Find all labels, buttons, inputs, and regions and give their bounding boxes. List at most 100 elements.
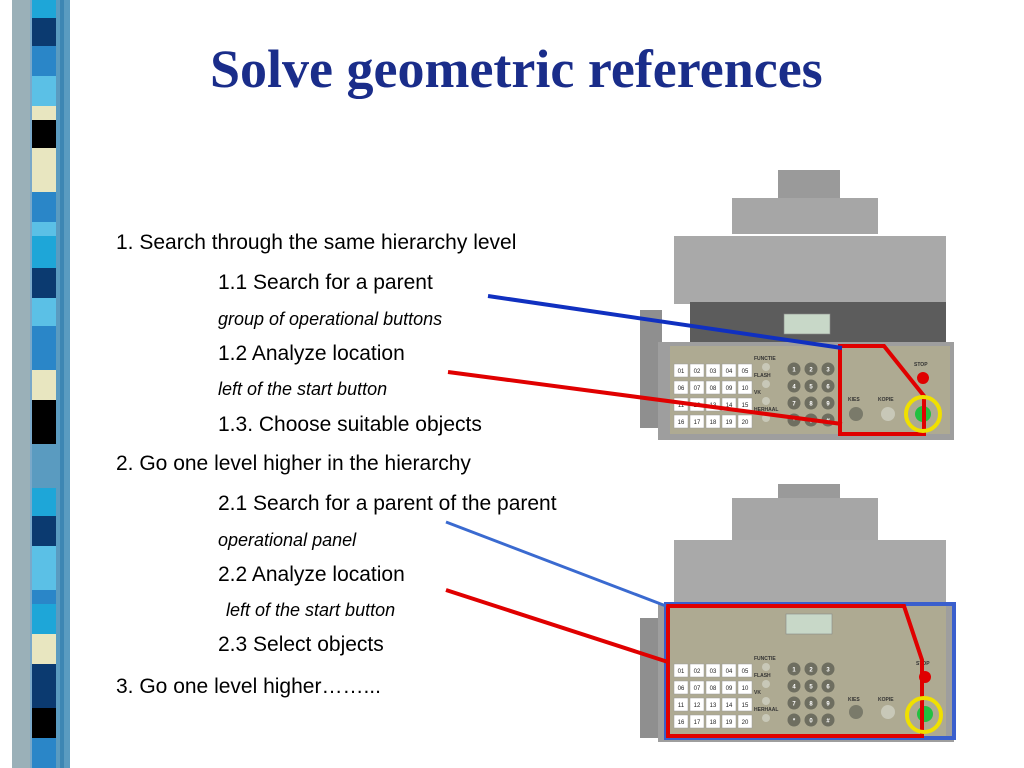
speed-dial-key [721,697,737,712]
speed-dial-key-label: 19 [726,420,733,426]
function-key-label: FUNCTIE [754,356,776,362]
dial-key [804,696,818,710]
speed-dial-key [721,380,737,395]
dial-key [821,396,835,410]
speed-dial-key-label: 06 [678,386,685,392]
dial-key [821,679,835,693]
function-key-label: FLASH [754,673,771,679]
speed-dial-key [721,680,737,695]
speed-dial-key-label: 19 [726,720,733,726]
speed-dial-key [673,663,689,678]
function-key [762,663,770,671]
speed-dial-key-label: 20 [742,720,749,726]
function-key-label: HERHAAL [754,407,778,413]
speed-dial-key-label: 10 [742,686,749,692]
dial-key-label: # [826,719,830,725]
speed-dial-key [737,714,753,729]
dial-key [804,662,818,676]
dial-key [821,379,835,393]
speed-dial-key-label: 07 [694,686,701,692]
speed-dial-key-label: 14 [726,403,733,409]
speed-dial-key-label: 17 [694,720,701,726]
dial-key-label: 0 [809,719,813,725]
speed-dial-key-label: 09 [726,686,733,692]
dial-key [787,662,801,676]
function-key-label: VK [754,690,761,696]
start-button-2 [917,706,933,722]
connector-location-2 [445,588,669,664]
speed-dial-key-label: 15 [742,703,749,709]
stop-button-1 [917,372,929,384]
dial-key [821,662,835,676]
speed-dial-key-label: 06 [678,686,685,692]
dial-key [787,696,801,710]
step-2-3: 2.3 Select objects [218,633,384,656]
speed-dial-key-label: 01 [678,669,685,675]
button-group-highlight [838,344,926,436]
slide-title: Solve geometric references [210,39,823,99]
speed-dial-key [737,380,753,395]
speed-dial-key [705,414,721,429]
speed-dial-key [673,363,689,378]
start-button-marker-1 [904,395,942,433]
dial-key [821,696,835,710]
dial-key-label: 5 [809,385,813,391]
speed-dial-key [705,697,721,712]
speed-dial-key-label: 18 [710,420,717,426]
speed-dial-key [673,714,689,729]
step-1-1-note: group of operational buttons [218,309,443,329]
speed-dial-key [673,380,689,395]
speed-dial-key-label: 12 [694,703,701,709]
step-2-1: 2.1 Search for a parent of the parent [218,492,557,515]
dial-key-label: 7 [792,402,796,408]
dial-key [821,362,835,376]
speed-dial-key-label: 05 [742,669,749,675]
step-1-2: 1.2 Analyze location [218,342,405,365]
speed-dial-key-label: 14 [726,703,733,709]
function-key-label: FUNCTIE [754,656,776,662]
speed-dial-key-label: 05 [742,369,749,375]
function-key-label: VK [754,390,761,396]
dial-key-label: 3 [826,668,830,674]
dial-key [804,713,818,727]
speed-dial-key-label: 02 [694,369,701,375]
kopie-button-1 [881,407,895,421]
speed-dial-key-label: 08 [710,686,717,692]
speed-dial-key-label: 04 [726,369,733,375]
dial-key [787,713,801,727]
svg-text:KOPIE: KOPIE [878,697,894,703]
speed-dial-key [705,680,721,695]
speed-dial-key [705,663,721,678]
step-1-1: 1.1 Search for a parent [218,271,433,294]
fax-machine-1: 0102030405060708091011121314151617181920… [640,170,954,440]
function-key [762,380,770,388]
speed-dial-key [689,663,705,678]
speed-dial-key-label: 07 [694,386,701,392]
dial-key [804,679,818,693]
dial-key [787,362,801,376]
step-1-3: 1.3. Choose suitable objects [218,413,482,436]
step-3: 3. Go one level higher……... [116,675,381,698]
dial-key-label: 5 [809,685,813,691]
dial-key-label: * [793,419,796,425]
dial-key [787,679,801,693]
speed-dial-key-label: 01 [678,369,685,375]
connector-parent [487,294,843,350]
kies-button-1 [849,407,863,421]
speed-dial-key-label: 18 [710,720,717,726]
speed-dial-key [737,663,753,678]
dial-key-label: 9 [826,402,830,408]
speed-dial-key [721,663,737,678]
kopie-button-2 [881,705,895,719]
speed-dial-key [721,414,737,429]
speed-dial-key [737,697,753,712]
connector-location-1 [447,370,843,426]
speed-dial-key-label: 15 [742,403,749,409]
connector-parent-of-parent [445,520,667,608]
speed-dial-key [673,697,689,712]
speed-dial-key [673,680,689,695]
speed-dial-key [737,363,753,378]
